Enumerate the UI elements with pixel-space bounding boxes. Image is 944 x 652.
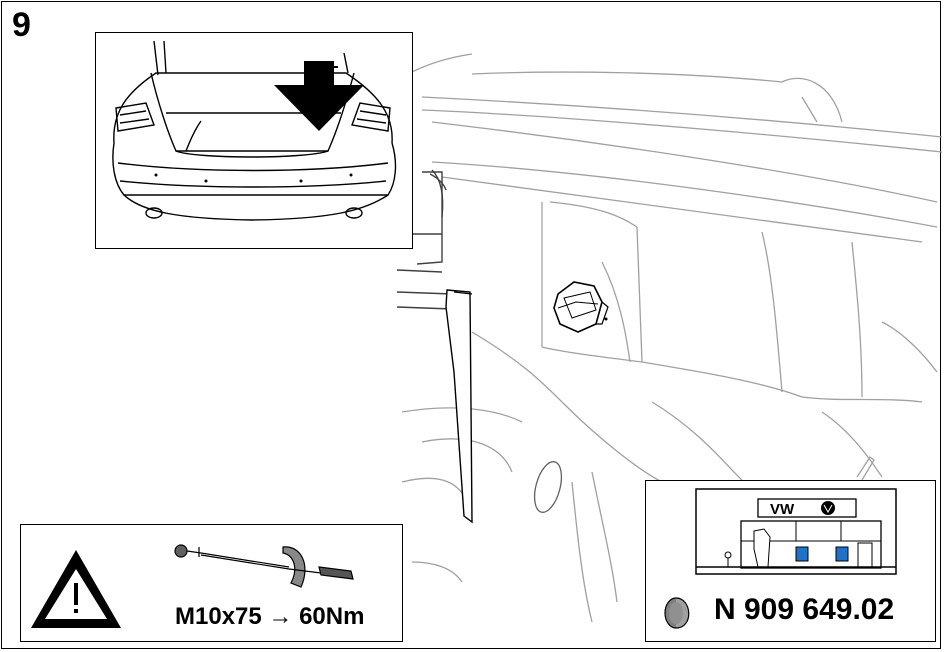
dealer-sign-text: VW: [770, 501, 795, 518]
part-inset: VW N 909 649.02: [645, 480, 936, 642]
torque-wrench-icon: [174, 544, 354, 588]
warning-triangle-icon: [31, 550, 121, 628]
step-number: 9: [12, 6, 31, 44]
blanking-plug-icon: [664, 597, 690, 629]
torque-inset: M10x75 → 60Nm: [20, 524, 403, 642]
car-rear-illustration: [112, 40, 397, 221]
trim-strip: [445, 289, 473, 524]
bolt-icon: [553, 281, 609, 333]
trunk-location-inset: [95, 32, 413, 249]
vw-dealer-icon: VW: [695, 488, 897, 575]
down-arrow-icon: [274, 61, 364, 131]
torque-spec-label: M10x75 → 60Nm: [175, 603, 365, 630]
part-number-label: N 909 649.02: [714, 593, 895, 626]
